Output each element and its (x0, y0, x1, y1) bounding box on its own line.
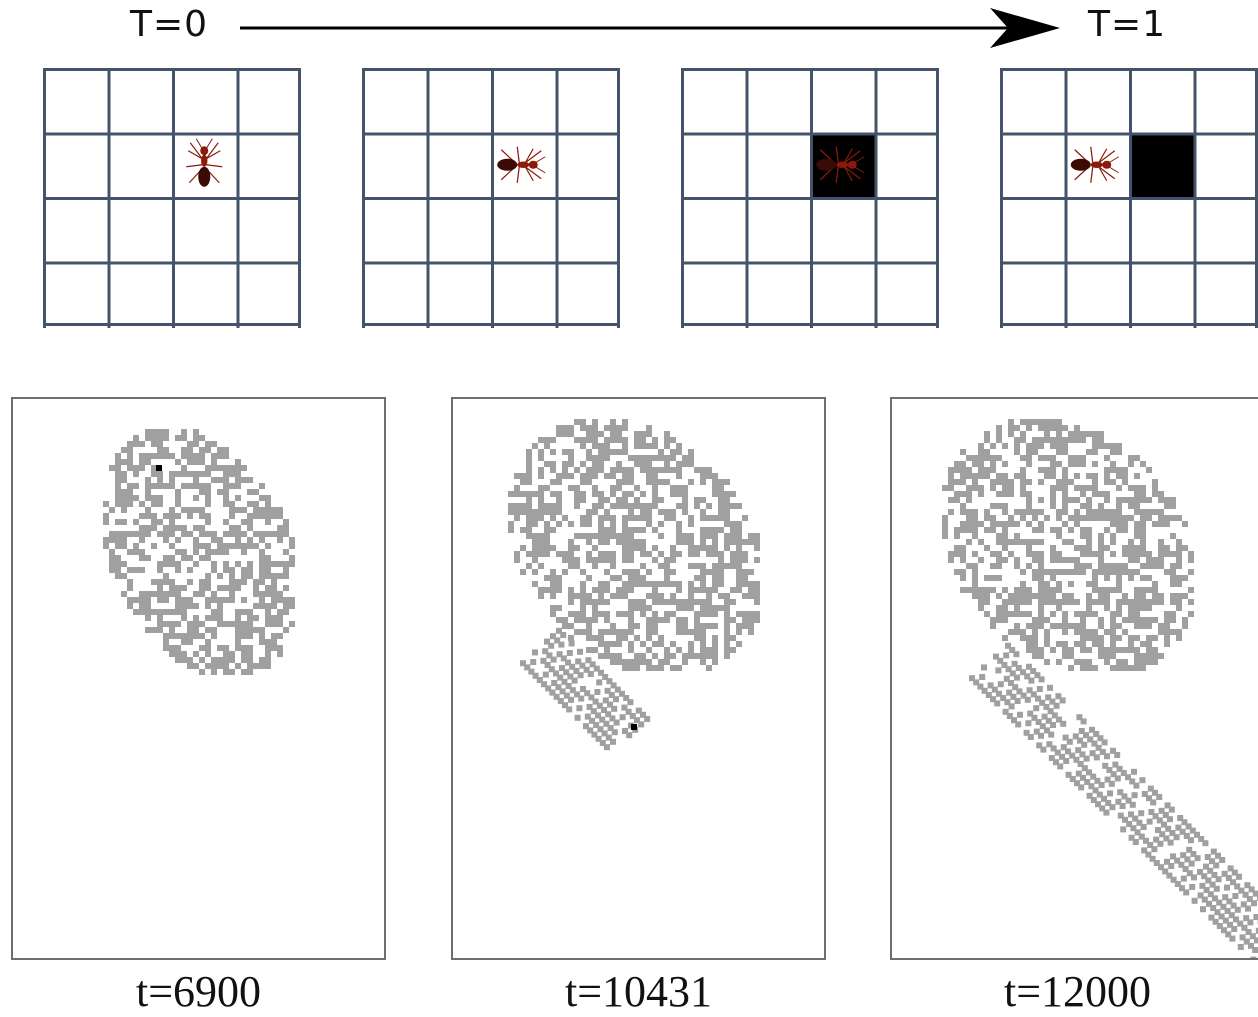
trail-canvas-2 (453, 399, 824, 958)
trail-canvas-1 (13, 399, 384, 958)
simulation-panel-2 (451, 397, 826, 960)
visited-cells (942, 419, 1194, 671)
simulation-panel-3 (890, 397, 1258, 960)
visited-cells (103, 429, 295, 675)
panel-caption-1: t=6900 (11, 966, 386, 1017)
panel-caption-2: t=10431 (451, 966, 826, 1017)
highway-trail (969, 643, 1258, 958)
ant-position (631, 724, 637, 730)
ant-icon (1071, 147, 1119, 183)
step-grid-4 (1000, 68, 1258, 328)
ant-icon (497, 147, 545, 183)
step-grid-3 (681, 68, 939, 328)
trail-canvas-3 (892, 399, 1258, 958)
ant-position (156, 465, 162, 471)
flipped-black-cell (1129, 133, 1194, 198)
step-grid-2 (362, 68, 620, 328)
simulation-panel-1 (11, 397, 386, 960)
time-arrow (0, 0, 1258, 60)
ant-icon (186, 139, 222, 187)
panel-caption-3: t=12000 (890, 966, 1258, 1017)
visited-cells (508, 419, 760, 671)
step-grid-1 (43, 68, 301, 328)
